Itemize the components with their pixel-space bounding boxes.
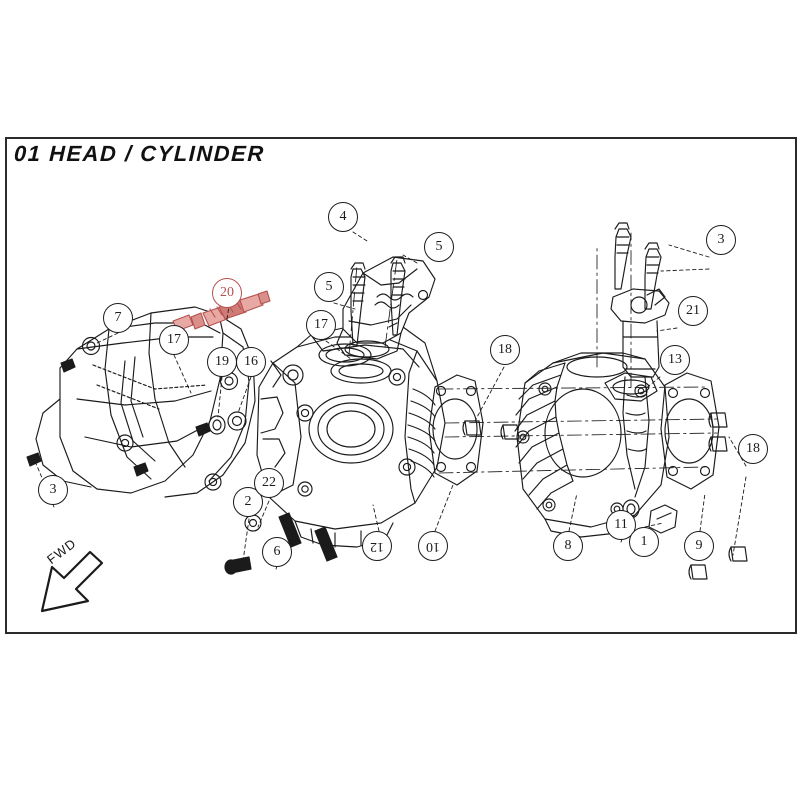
callout-label: 20 xyxy=(220,285,234,300)
spark-plug xyxy=(172,290,271,332)
callout-8[interactable]: 8 xyxy=(553,531,583,561)
callout-label: 10 xyxy=(426,539,440,554)
callout-5-bolt[interactable]: 5 xyxy=(424,232,454,262)
callout-12[interactable]: 12 xyxy=(362,531,392,561)
callout-6[interactable]: 6 xyxy=(262,537,292,567)
callout-9[interactable]: 9 xyxy=(684,531,714,561)
diagram-artwork xyxy=(26,222,748,580)
callout-19[interactable]: 19 xyxy=(207,347,237,377)
callout-1[interactable]: 1 xyxy=(629,527,659,557)
intake-manifold xyxy=(336,256,436,360)
callout-10[interactable]: 10 xyxy=(418,531,448,561)
head-studs xyxy=(278,512,338,562)
callout-2[interactable]: 2 xyxy=(233,487,263,517)
callout-label: 8 xyxy=(564,538,572,553)
callout-label: 21 xyxy=(686,303,700,318)
callout-label: 4 xyxy=(339,209,347,224)
intake-bolts xyxy=(350,256,406,346)
callout-label: 5 xyxy=(435,239,443,254)
cylinder-head xyxy=(256,324,446,548)
callout-7[interactable]: 7 xyxy=(103,303,133,333)
callout-13[interactable]: 13 xyxy=(660,345,690,375)
assembly-centerlines xyxy=(348,232,718,474)
callout-label: 12 xyxy=(370,539,384,554)
callout-21[interactable]: 21 xyxy=(678,296,708,326)
callout-17-cover[interactable]: 17 xyxy=(159,325,189,355)
callout-label: 19 xyxy=(215,354,229,369)
callout-label: 18 xyxy=(746,441,760,456)
cover-bolts xyxy=(26,358,211,477)
callout-label: 13 xyxy=(668,352,682,367)
cam-bolt-hardware xyxy=(224,514,262,575)
head-gasket xyxy=(428,374,484,486)
callout-17-gasket[interactable]: 17 xyxy=(306,310,336,340)
callout-label: 1 xyxy=(640,534,648,549)
cylinder-head-cover xyxy=(35,306,256,498)
callout-18-left[interactable]: 18 xyxy=(490,335,520,365)
callout-20-spark-plug[interactable]: 20 xyxy=(212,278,242,308)
callout-label: 22 xyxy=(262,475,276,490)
callout-label: 2 xyxy=(244,494,252,509)
callout-18-right[interactable]: 18 xyxy=(738,434,768,464)
dowel-pins xyxy=(462,412,748,580)
callout-22[interactable]: 22 xyxy=(254,468,284,498)
valve-adjuster-hardware xyxy=(208,411,247,435)
callout-label: 7 xyxy=(114,310,122,325)
callout-11[interactable]: 11 xyxy=(606,510,636,540)
tensioner-bolts xyxy=(614,222,662,310)
callout-4[interactable]: 4 xyxy=(328,202,358,232)
callout-label: 3 xyxy=(49,482,57,497)
fwd-arrow-icon xyxy=(40,550,104,613)
callout-label: 17 xyxy=(167,332,181,347)
cylinder-block xyxy=(514,352,670,538)
callout-3-cover-bolts[interactable]: 3 xyxy=(38,475,68,505)
callout-label: 5 xyxy=(325,279,333,294)
callout-16[interactable]: 16 xyxy=(236,347,266,377)
callout-label: 6 xyxy=(273,544,281,559)
callout-label: 9 xyxy=(695,538,703,553)
manifold-gasket xyxy=(330,358,392,384)
base-gasket xyxy=(660,372,720,490)
callout-3-tensioner-bolts[interactable]: 3 xyxy=(706,225,736,255)
callout-5-manifold[interactable]: 5 xyxy=(314,272,344,302)
callout-label: 11 xyxy=(614,517,628,532)
callout-label: 3 xyxy=(717,232,725,247)
callout-label: 18 xyxy=(498,342,512,357)
callout-label: 17 xyxy=(314,317,328,332)
callout-label: 16 xyxy=(244,354,258,369)
